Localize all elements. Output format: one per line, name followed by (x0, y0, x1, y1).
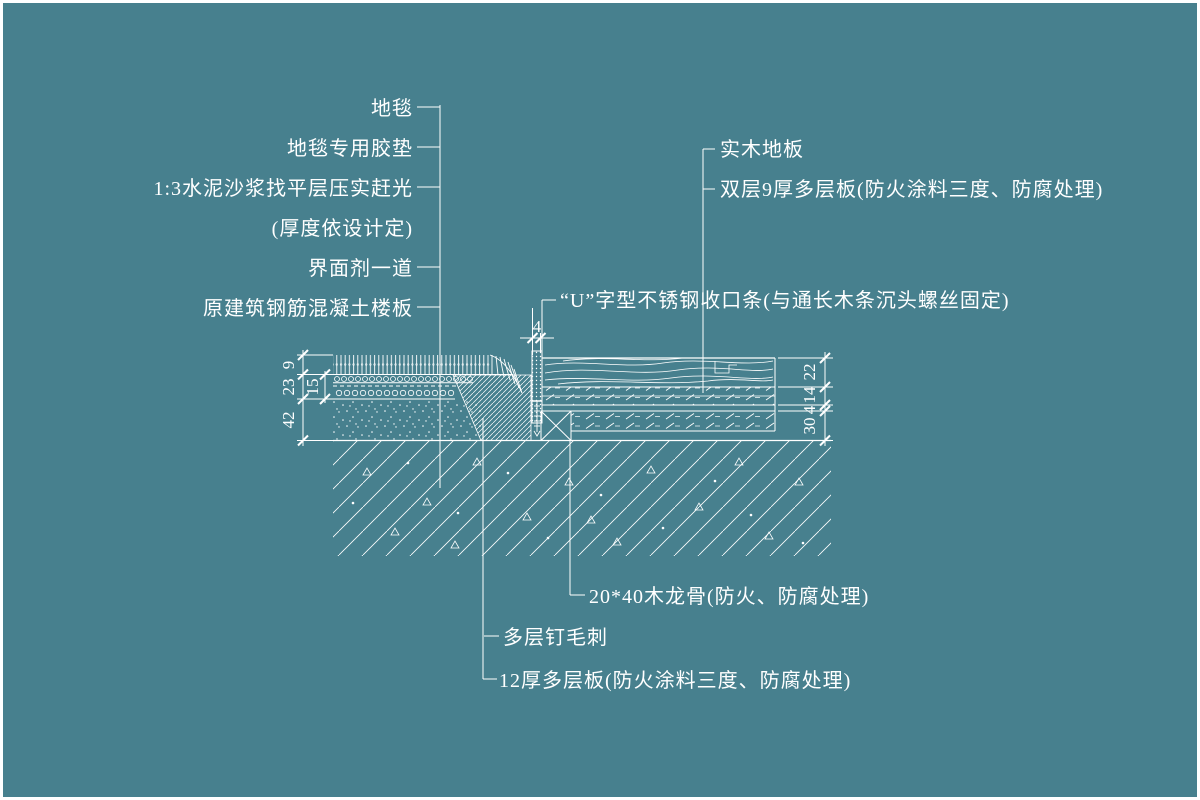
dim-right-4: 4 (800, 405, 819, 414)
dimension-lines (297, 308, 833, 447)
concrete-hatch (333, 441, 831, 556)
label-double-plywood: 双层9厚多层板(防火涂料三度、防腐处理) (720, 178, 1103, 201)
dim-right-30: 30 (800, 418, 819, 435)
label-plywood-12: 12厚多层板(防火涂料三度、防腐处理) (499, 669, 851, 692)
label-plywood-nail: 多层钉毛刺 (503, 626, 608, 649)
dimension-texts: 9 23 42 15 22 14 4 30 4 (279, 317, 819, 435)
screed-stipple (333, 399, 481, 441)
concrete-slab (333, 439, 831, 556)
wood-floor-assembly (540, 357, 776, 441)
dim-right-14: 14 (800, 386, 819, 404)
label-u-channel: “U”字型不锈钢收口条(与通长木条沉头螺丝固定) (560, 289, 1010, 312)
carpet-tufts-hatch (333, 355, 490, 375)
carpet-assembly (333, 354, 532, 441)
plank-joint (714, 361, 737, 374)
concrete-symbols (351, 457, 805, 549)
label-carpet-pad: 地毯专用胶垫 (287, 137, 413, 160)
plywood-12-hatch (571, 411, 775, 431)
label-interface-agent: 界面剂一道 (308, 257, 413, 280)
label-screed-note: (厚度依设计定) (272, 217, 413, 240)
u-channel-assembly (531, 350, 543, 437)
countersunk-screw (532, 400, 542, 437)
screed-circles (335, 389, 455, 397)
callout-texts: 地毯 地毯专用胶垫 1:3水泥沙浆找平层压实赶光 (厚度依设计定) 界面剂一道 … (153, 97, 1103, 692)
dim-left-42: 42 (279, 412, 298, 429)
label-wood-floor: 实木地板 (720, 138, 804, 161)
wood-joist-block (540, 410, 572, 441)
wood-grain (544, 357, 774, 385)
leader-lines (417, 105, 715, 680)
label-screed: 1:3水泥沙浆找平层压实赶光 (153, 177, 413, 200)
label-slab: 原建筑钢筋混凝土楼板 (203, 297, 413, 320)
dim-left-inner-15: 15 (303, 379, 322, 396)
label-wood-joist: 20*40木龙骨(防火、防腐处理) (589, 585, 869, 608)
dim-right-22: 22 (800, 364, 819, 381)
dim-left-9: 9 (279, 361, 298, 370)
dim-left-23: 23 (279, 379, 298, 396)
dim-top-4: 4 (533, 317, 542, 336)
detail-section-svg: 地毯 地毯专用胶垫 1:3水泥沙浆找平层压实赶光 (厚度依设计定) 界面剂一道 … (153, 97, 1103, 692)
label-carpet: 地毯 (371, 97, 413, 120)
carpet-pad-circles (334, 376, 473, 382)
